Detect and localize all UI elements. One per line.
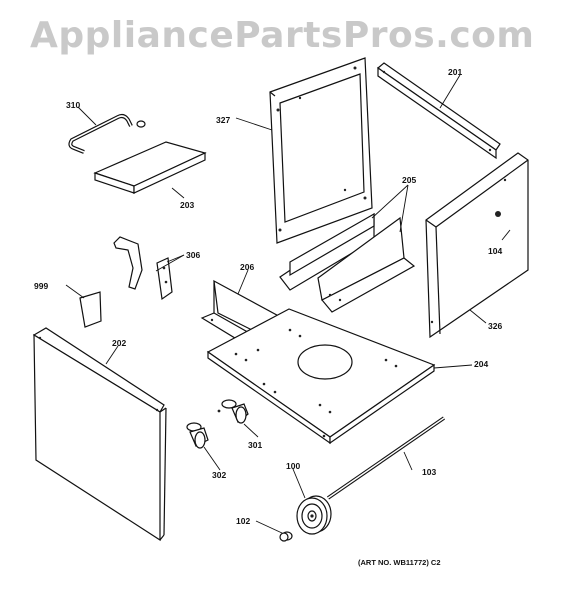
part-326-side-panel (425, 152, 529, 339)
label-306: 306 (186, 250, 201, 260)
label-327: 327 (216, 115, 231, 125)
part-301-caster (217, 399, 249, 424)
label-203: 203 (180, 200, 195, 210)
part-204-base (206, 308, 436, 445)
label-202: 202 (112, 338, 127, 348)
label-301: 301 (248, 440, 263, 450)
art-number: (ART NO. WB11772) C2 (358, 558, 441, 567)
part-103-axle (326, 416, 446, 500)
part-999-label (79, 291, 102, 328)
label-104: 104 (488, 246, 503, 256)
label-310: 310 (66, 100, 81, 110)
part-327-frame (269, 57, 373, 244)
label-103: 103 (422, 467, 437, 477)
watermark: AppliancePartsPros.com (30, 15, 535, 56)
label-302: 302 (212, 470, 227, 480)
part-201-rail (377, 62, 501, 160)
part-306-hinges (113, 236, 173, 301)
part-310-handle (68, 114, 146, 154)
label-999: 999 (34, 281, 49, 291)
part-102-cap (279, 531, 293, 542)
leader-lines (65, 74, 511, 534)
label-102: 102 (236, 516, 251, 526)
part-202-door-panel (32, 327, 167, 542)
part-100-wheel (296, 495, 332, 535)
label-326: 326 (488, 321, 503, 331)
label-204: 204 (474, 359, 489, 369)
label-201: 201 (448, 67, 463, 77)
part-205-brackets (279, 212, 416, 313)
label-100: 100 (286, 461, 301, 471)
label-206: 206 (240, 262, 255, 272)
part-302-caster (186, 422, 209, 449)
part-203-top-panel (93, 141, 207, 194)
label-205: 205 (402, 175, 417, 185)
